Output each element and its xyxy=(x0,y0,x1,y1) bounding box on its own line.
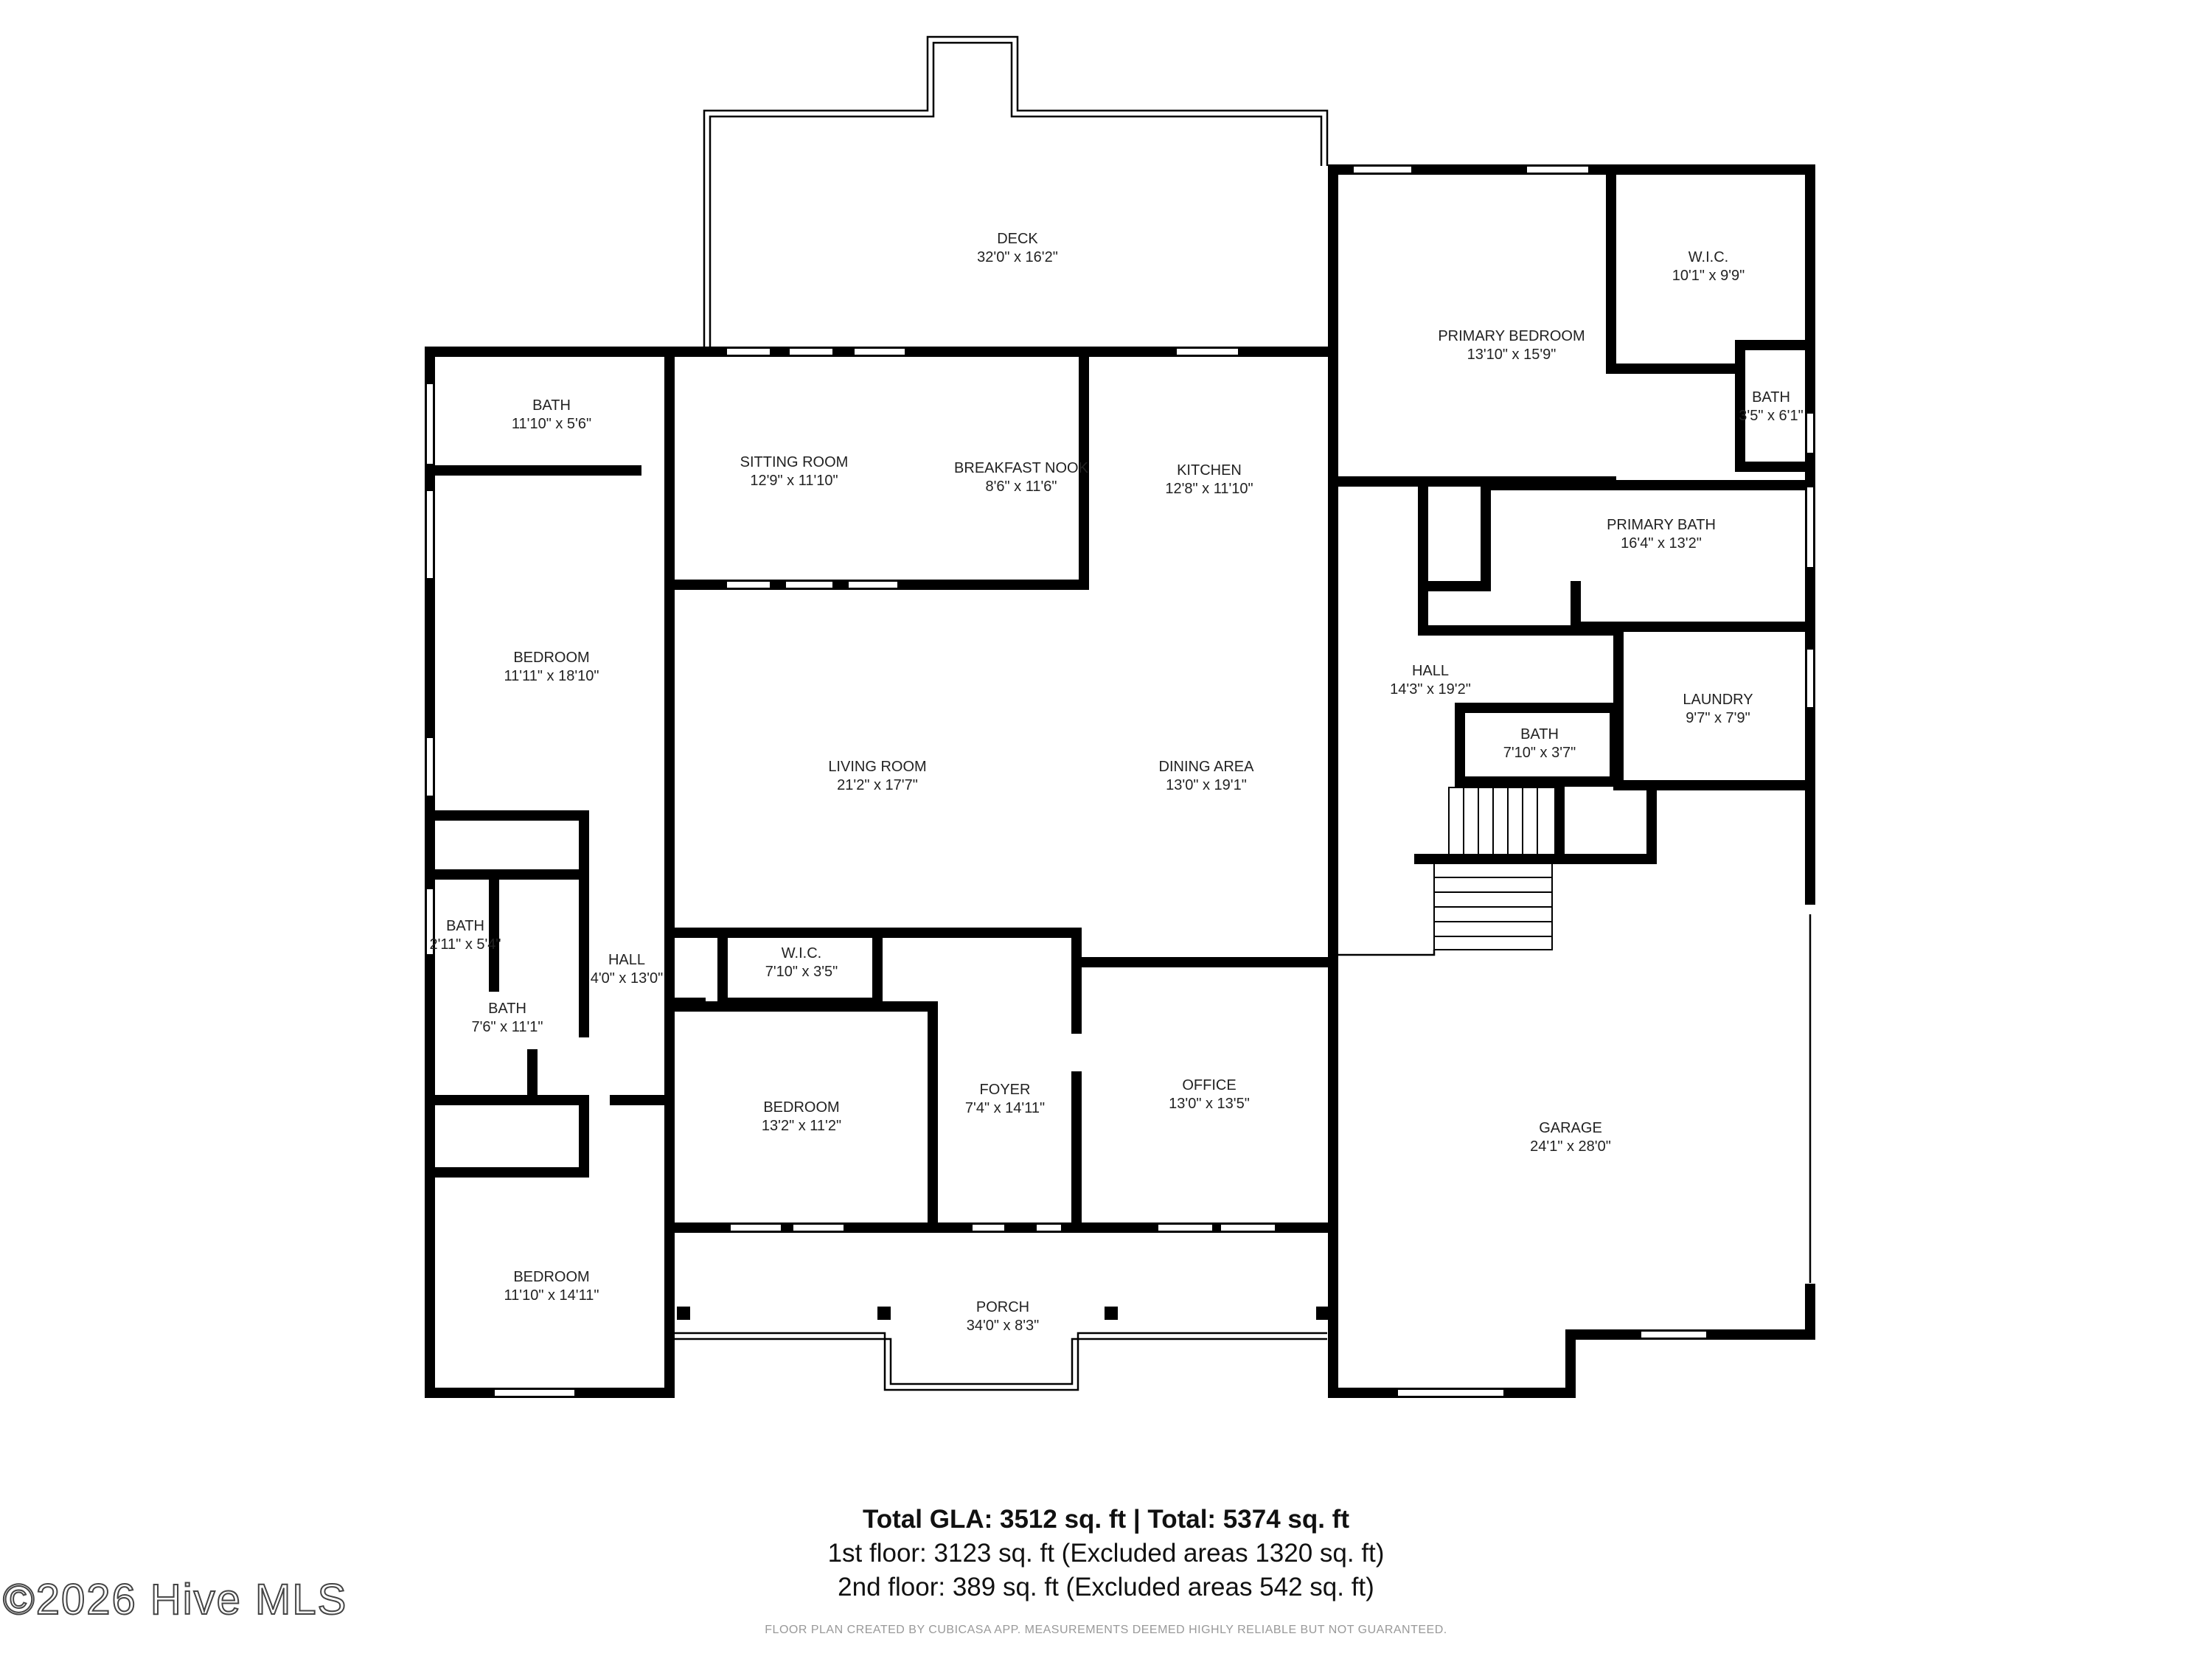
room-bedroom-bottom: BEDROOM 11'10" x 14'11" xyxy=(504,1269,599,1304)
room-dimensions: 13'2" x 11'2" xyxy=(762,1118,841,1134)
room-name: BATH xyxy=(532,397,571,414)
first-floor-area: 1st floor: 3123 sq. ft (Excluded areas 1… xyxy=(827,1539,1385,1568)
room-dimensions: 13'0" x 19'1" xyxy=(1166,777,1247,793)
room-living-room: LIVING ROOM 21'2" x 17'7" xyxy=(828,759,926,793)
room-dimensions: 3'5" x 6'1" xyxy=(1739,408,1803,424)
total-area: Total GLA: 3512 sq. ft | Total: 5374 sq.… xyxy=(863,1505,1349,1534)
room-dimensions: 7'4" x 14'11" xyxy=(965,1100,1045,1116)
room-name: BATH xyxy=(446,918,484,934)
room-dimensions: 14'3" x 19'2" xyxy=(1390,681,1471,698)
room-name: BEDROOM xyxy=(513,1269,589,1285)
room-porch: PORCH 34'0" x 8'3" xyxy=(967,1299,1040,1334)
room-name: HALL xyxy=(608,952,645,968)
room-dimensions: 7'10" x 3'5" xyxy=(765,964,838,980)
room-dimensions: 34'0" x 8'3" xyxy=(967,1318,1040,1334)
room-name: FOYER xyxy=(980,1082,1031,1098)
room-name: SITTING ROOM xyxy=(740,454,849,470)
room-wic-primary: W.I.C. 10'1" x 9'9" xyxy=(1672,249,1745,284)
room-hall-left: HALL 4'0" x 13'0" xyxy=(591,952,664,987)
room-dimensions: 7'6" x 11'1" xyxy=(471,1019,543,1035)
room-dimensions: 13'10" x 15'9" xyxy=(1467,347,1557,363)
room-bath-left: BATH 7'6" x 11'1" xyxy=(471,1001,543,1035)
room-name: BREAKFAST NOOK xyxy=(954,460,1089,476)
room-name: W.I.C. xyxy=(1688,249,1728,265)
porch-outline xyxy=(675,1307,1329,1391)
room-name: DECK xyxy=(997,231,1038,247)
room-dimensions: 4'0" x 13'0" xyxy=(591,970,664,987)
room-primary-bedroom: PRIMARY BEDROOM 13'10" x 15'9" xyxy=(1438,328,1585,363)
deck-outline xyxy=(703,35,1329,352)
room-name: LAUNDRY xyxy=(1683,692,1753,708)
room-name: OFFICE xyxy=(1182,1077,1236,1093)
room-dimensions: 10'1" x 9'9" xyxy=(1672,268,1745,284)
room-garage: GARAGE 24'1" x 28'0" xyxy=(1530,1120,1611,1155)
room-dimensions: 12'9" x 11'10" xyxy=(750,473,838,489)
room-dimensions: 13'0" x 13'5" xyxy=(1169,1096,1250,1112)
room-dimensions: 24'1" x 28'0" xyxy=(1530,1138,1611,1155)
room-labels: DECK 32'0" x 16'2" BATH 11'10" x 5'6" SITTIN… xyxy=(429,231,1803,1334)
room-hall-right: HALL 14'3" x 19'2" xyxy=(1390,663,1471,698)
room-name: BEDROOM xyxy=(513,650,589,666)
room-laundry: LAUNDRY 9'7" x 7'9" xyxy=(1683,692,1753,726)
room-dining-area: DINING AREA 13'0" x 19'1" xyxy=(1159,759,1255,793)
room-dimensions: 9'7" x 7'9" xyxy=(1686,710,1750,726)
second-floor-area: 2nd floor: 389 sq. ft (Excluded areas 54… xyxy=(838,1573,1374,1601)
room-office: OFFICE 13'0" x 13'5" xyxy=(1169,1077,1250,1112)
room-dimensions: 11'10" x 5'6" xyxy=(512,416,591,432)
room-name: BATH xyxy=(488,1001,526,1017)
room-name: HALL xyxy=(1412,663,1449,679)
room-name: LIVING ROOM xyxy=(828,759,926,775)
area-summary: Total GLA: 3512 sq. ft | Total: 5374 sq.… xyxy=(0,1503,2212,1604)
room-dimensions: 32'0" x 16'2" xyxy=(977,249,1058,265)
room-breakfast-nook: BREAKFAST NOOK 8'6" x 11'6" xyxy=(954,460,1089,495)
room-name: BEDROOM xyxy=(763,1099,839,1116)
room-primary-bath: PRIMARY BATH 16'4" x 13'2" xyxy=(1607,517,1716,552)
room-foyer: FOYER 7'4" x 14'11" xyxy=(965,1082,1045,1116)
room-dimensions: 2'11" x 5'4" xyxy=(429,936,501,953)
room-dimensions: 8'6" x 11'6" xyxy=(985,479,1057,495)
walls xyxy=(425,164,1815,1398)
room-bath-hall: BATH 7'10" x 3'7" xyxy=(1503,726,1576,761)
room-name: PRIMARY BEDROOM xyxy=(1438,328,1585,344)
disclaimer: FLOOR PLAN CREATED BY CUBICASA APP. MEAS… xyxy=(765,1624,1447,1636)
room-name: DINING AREA xyxy=(1159,759,1255,775)
room-kitchen: KITCHEN 12'8" x 11'10" xyxy=(1165,462,1253,497)
stairs xyxy=(1333,787,1812,1283)
room-name: BATH xyxy=(1752,389,1790,406)
room-deck: DECK 32'0" x 16'2" xyxy=(977,231,1058,265)
room-dimensions: 21'2" x 17'7" xyxy=(837,777,918,793)
copyright-watermark: ©2026 Hive MLS xyxy=(2,1575,348,1624)
windows xyxy=(425,165,1815,1397)
room-dimensions: 7'10" x 3'7" xyxy=(1503,745,1576,761)
room-bath-top-left: BATH 11'10" x 5'6" xyxy=(512,397,591,432)
room-dimensions: 16'4" x 13'2" xyxy=(1621,535,1702,552)
room-name: GARAGE xyxy=(1539,1120,1602,1136)
room-name: KITCHEN xyxy=(1177,462,1242,479)
room-bath-primary-small: BATH 3'5" x 6'1" xyxy=(1739,389,1803,424)
room-bedroom-left: BEDROOM 11'11" x 18'10" xyxy=(504,650,599,684)
room-bedroom-mid: BEDROOM 13'2" x 11'2" xyxy=(762,1099,841,1134)
room-dimensions: 11'11" x 18'10" xyxy=(504,668,599,684)
room-name: BATH xyxy=(1520,726,1559,742)
room-wic-left: W.I.C. 7'10" x 3'5" xyxy=(765,945,838,980)
room-sitting-room: SITTING ROOM 12'9" x 11'10" xyxy=(740,454,849,489)
room-name: W.I.C. xyxy=(782,945,821,961)
room-name: PRIMARY BATH xyxy=(1607,517,1716,533)
room-dimensions: 11'10" x 14'11" xyxy=(504,1287,599,1304)
room-name: PORCH xyxy=(976,1299,1029,1315)
room-bath-left-small: BATH 2'11" x 5'4" xyxy=(429,918,501,953)
room-dimensions: 12'8" x 11'10" xyxy=(1165,481,1253,497)
